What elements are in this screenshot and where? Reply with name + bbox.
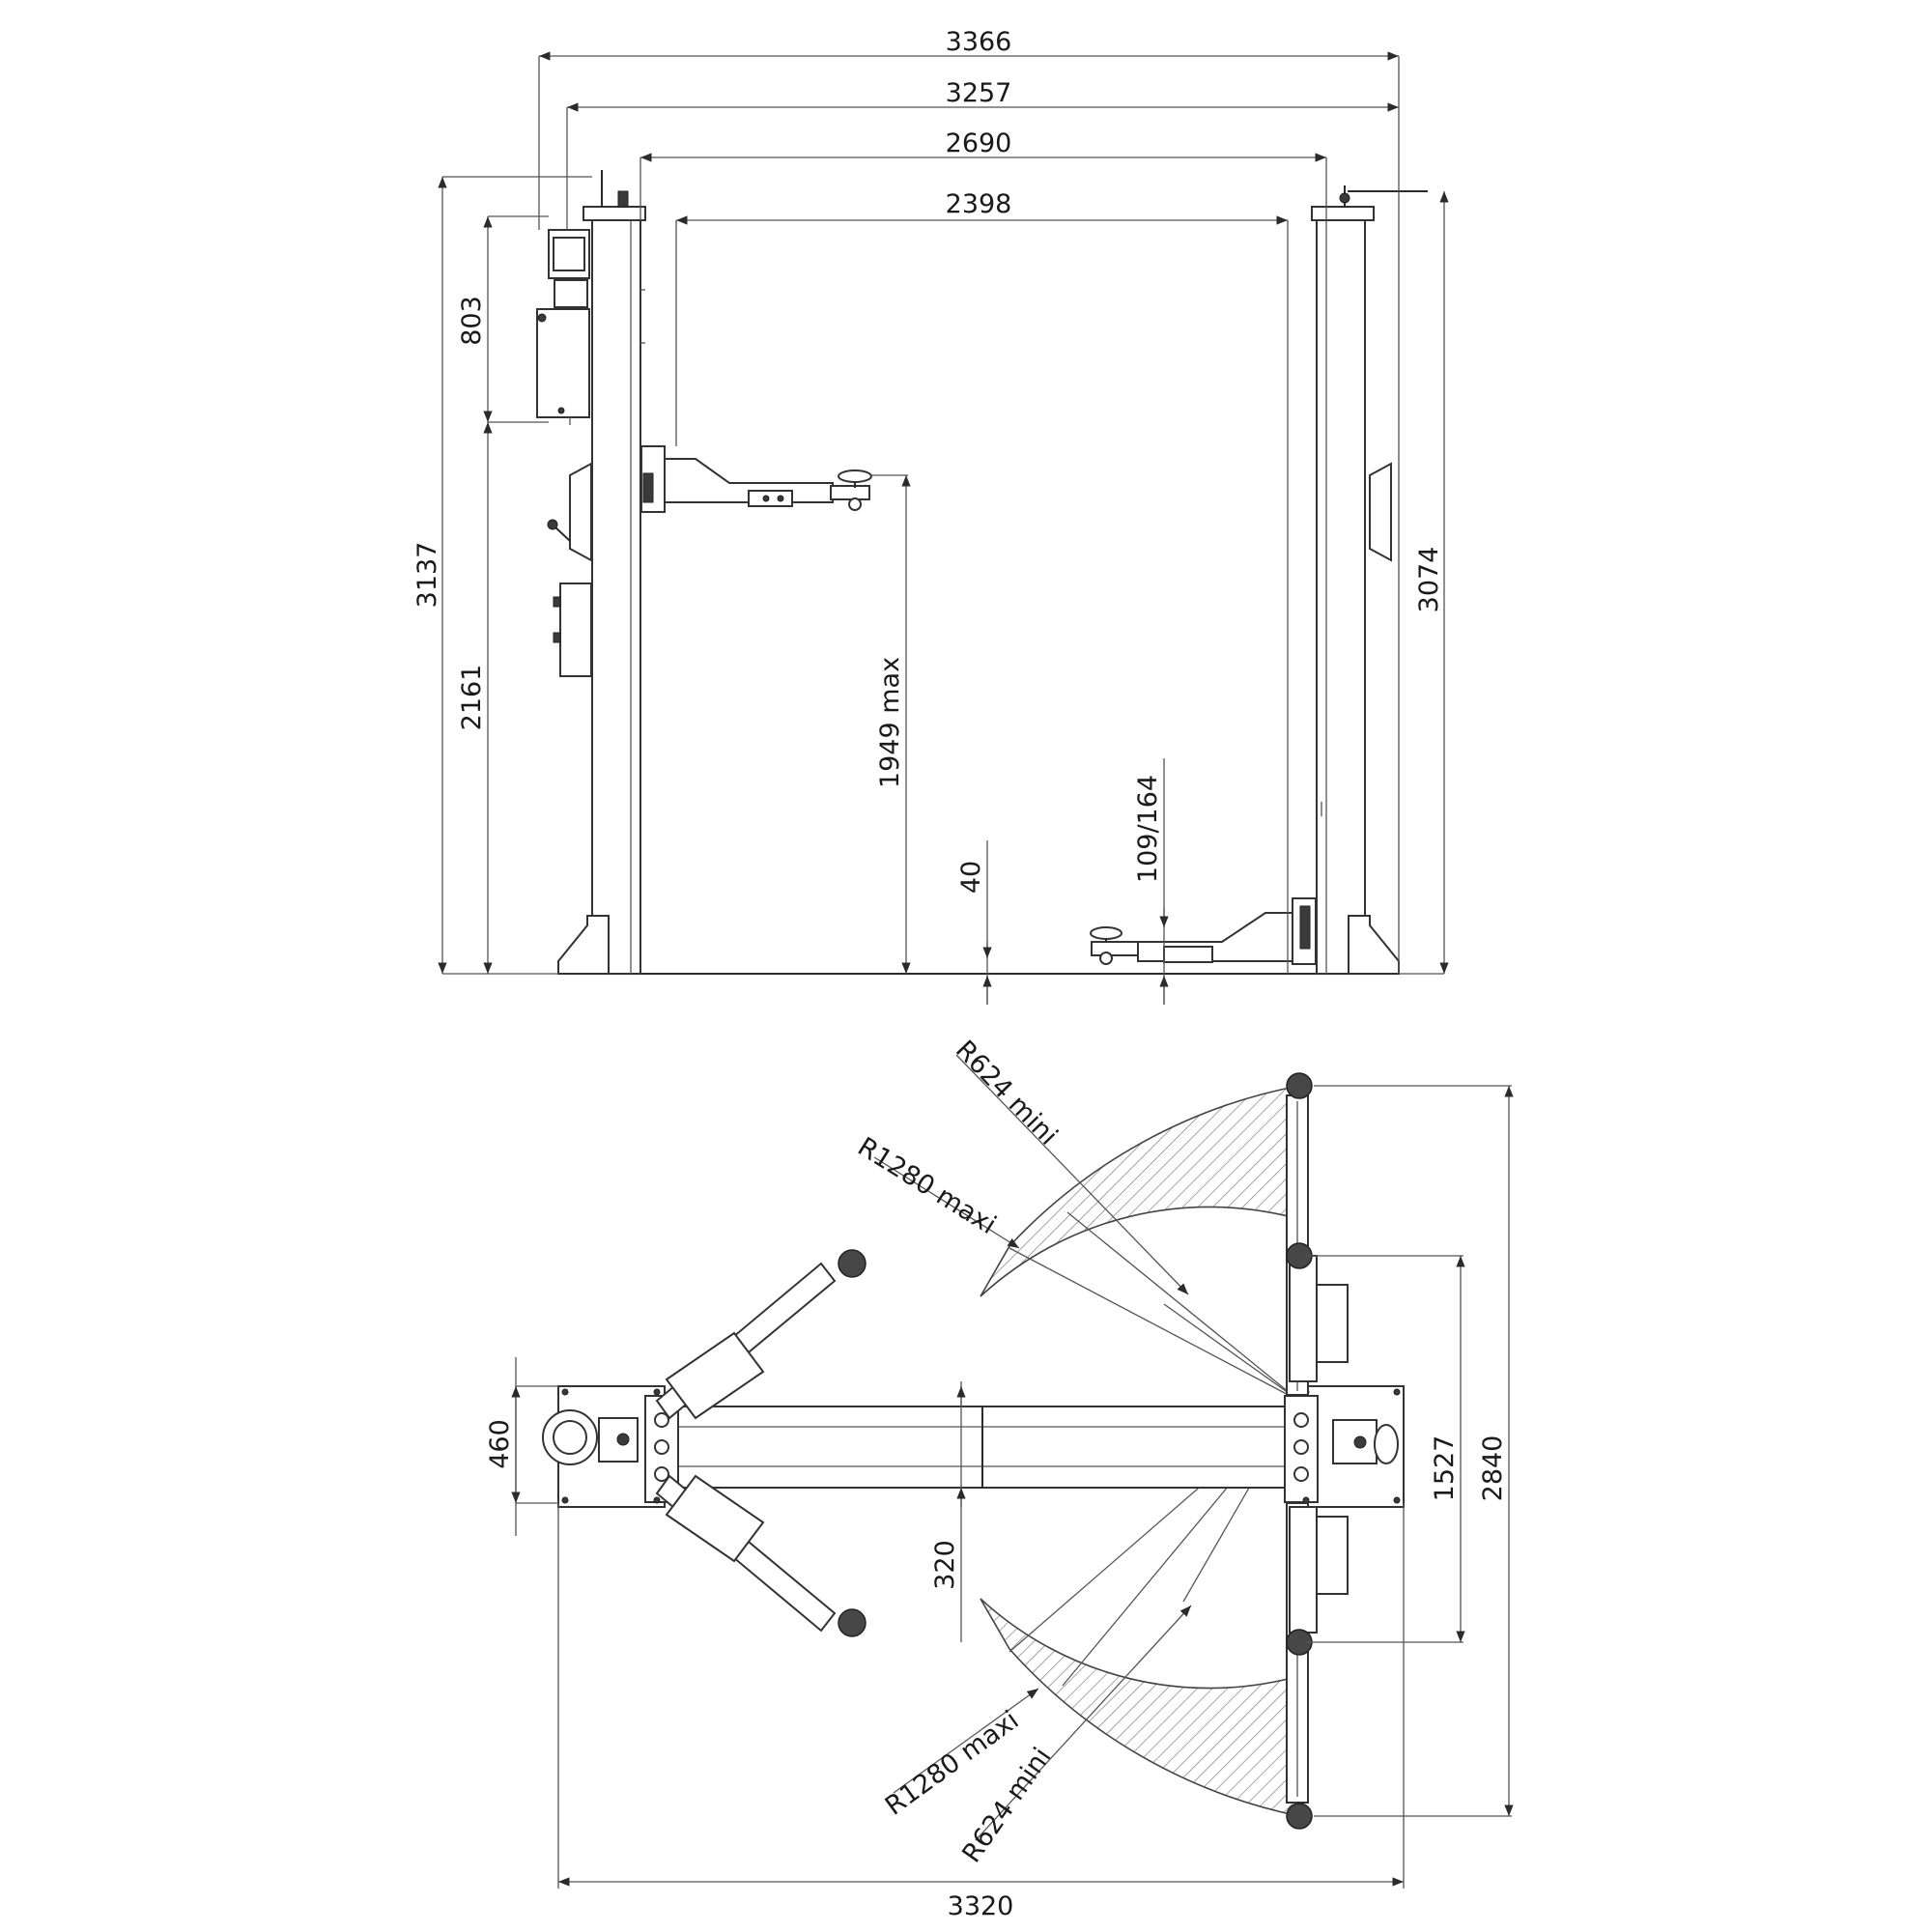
radius-label-upper-maxi: R1280 maxi	[852, 1132, 1001, 1240]
right-column	[1311, 185, 1428, 975]
lift-pad	[838, 1249, 867, 1278]
dim-2161: 2161	[457, 665, 487, 731]
swing-area-lower	[980, 1598, 1300, 1817]
control-box	[547, 462, 592, 677]
swing-area-upper	[980, 1085, 1300, 1297]
dim-2398: 2398	[946, 189, 1012, 219]
dim-1527: 1527	[1430, 1435, 1460, 1502]
dim-3320: 3320	[948, 1891, 1014, 1921]
dim-3366: 3366	[946, 27, 1012, 57]
dim-320: 320	[930, 1540, 960, 1590]
lower-lift-arm	[1090, 897, 1317, 965]
dim-3137: 3137	[412, 542, 442, 609]
right-swing-arms	[1286, 1072, 1349, 1830]
dim-40: 40	[956, 861, 986, 894]
lift-pad	[838, 1608, 867, 1637]
left-column	[557, 170, 646, 975]
left-upper-swing-arm	[655, 1249, 867, 1420]
upper-lift-arm	[640, 445, 908, 513]
front-view: 3366 3257 2690 2398 3137 803 2161 3074 1…	[412, 27, 1449, 1005]
floor-crossbeam	[644, 1406, 1299, 1489]
lift-pad	[1286, 1803, 1313, 1830]
lift-pad	[1286, 1072, 1313, 1099]
dim-2690: 2690	[946, 128, 1012, 158]
right-column-top	[1284, 1395, 1399, 1503]
dim-2840: 2840	[1478, 1435, 1508, 1502]
top-view: 460 320 1527 2840 3320 R624 mini R1280 m…	[485, 1035, 1514, 1921]
left-lower-swing-arm	[655, 1474, 867, 1637]
motor-unit	[536, 229, 590, 425]
dim-460: 460	[485, 1419, 515, 1469]
dim-3074: 3074	[1414, 547, 1444, 613]
dim-109-164: 109/164	[1133, 775, 1163, 883]
radius-label-upper-mini: R624 mini	[950, 1035, 1064, 1151]
dim-3257: 3257	[946, 78, 1012, 108]
dim-803: 803	[457, 296, 487, 346]
dim-1949-max: 1949 max	[875, 657, 905, 788]
